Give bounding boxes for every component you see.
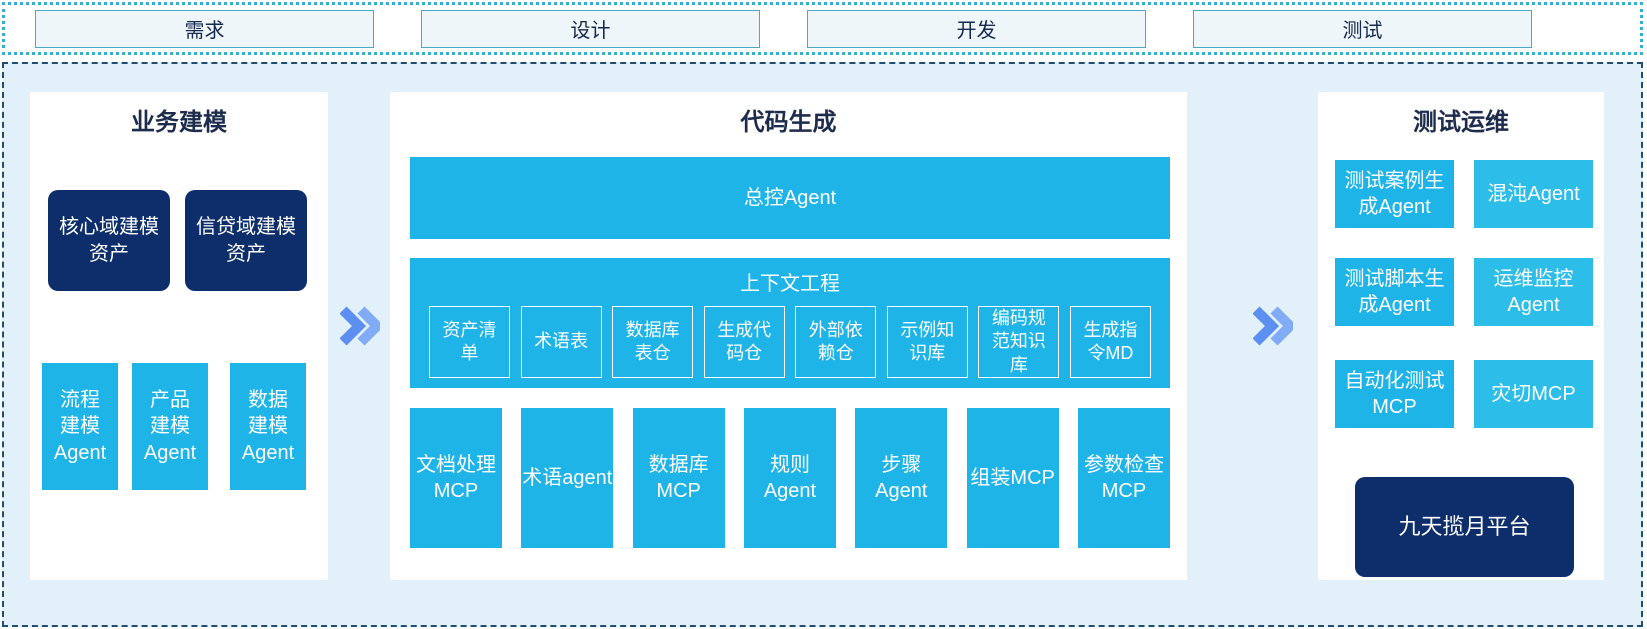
chevron-double-right-icon <box>340 306 380 346</box>
box-coding-standard-kb: 编码规 范知识 库 <box>978 306 1060 378</box>
phase-box-design: 设计 <box>421 9 760 48</box>
context-engineering-title: 上下文工程 <box>740 273 840 295</box>
box-assembly-mcp: 组装MCP <box>966 408 1059 548</box>
box-step-agent: 步骤Agent <box>855 408 948 548</box>
box-generate-instruction-md: 生成指 令MD <box>1069 306 1151 378</box>
box-process-modeling-agent: 流程 建模 Agent <box>42 363 118 490</box>
box-test-script-gen-agent: 测试脚本生 成Agent <box>1335 258 1454 326</box>
phase-box-testing: 测试 <box>1193 9 1532 48</box>
tool-row: 文档处理 MCP 术语agent 数据库 MCP 规则Agent 步骤Agent… <box>410 408 1170 548</box>
chevron-double-right-icon <box>1253 306 1293 346</box>
box-automated-test-mcp: 自动化测试 MCP <box>1335 360 1454 428</box>
box-glossary: 术语表 <box>520 306 602 378</box>
context-engineering-row: 资产清 单 术语表 数据库 表仓 生成代 码仓 外部依 赖仓 示例知 识库 编码… <box>429 306 1151 378</box>
panel-test-ops: 测试运维 测试案例生 成Agent 混沌Agent 测试脚本生 成Agent 运… <box>1318 92 1604 580</box>
box-glossary-agent: 术语agent <box>521 408 614 548</box>
panel-business-modeling: 业务建模 核心域建模 资产 信贷域建模 资产 流程 建模 Agent 产品 建模… <box>30 92 328 580</box>
box-master-agent: 总控Agent <box>410 157 1170 239</box>
box-example-knowledge-base: 示例知 识库 <box>886 306 968 378</box>
box-param-check-mcp: 参数检查 MCP <box>1077 408 1170 548</box>
panel-title-code-generation: 代码生成 <box>740 109 837 136</box>
phase-strip: 需求 设计 开发 测试 <box>2 2 1643 55</box>
panel-title-business-modeling: 业务建模 <box>131 109 227 136</box>
phase-box-requirements: 需求 <box>35 9 374 48</box>
box-asset-list: 资产清 单 <box>429 306 510 378</box>
box-core-domain-assets: 核心域建模 资产 <box>48 190 170 291</box>
box-generated-code-repo: 生成代 码仓 <box>703 306 785 378</box>
panel-title-test-ops: 测试运维 <box>1413 109 1509 136</box>
box-db-table-repo: 数据库 表仓 <box>612 306 694 378</box>
box-ops-monitoring-agent: 运维监控 Agent <box>1474 258 1593 326</box>
box-rule-agent: 规则Agent <box>743 408 836 548</box>
box-disaster-switch-mcp: 灾切MCP <box>1474 360 1593 428</box>
phase-box-development: 开发 <box>807 9 1146 48</box>
main-container: 业务建模 核心域建模 资产 信贷域建模 资产 流程 建模 Agent 产品 建模… <box>2 62 1643 627</box>
box-data-modeling-agent: 数据 建模 Agent <box>230 363 306 490</box>
panel-code-generation: 代码生成 总控Agent 上下文工程 资产清 单 术语表 数据库 表仓 生成代 … <box>390 92 1187 580</box>
box-database-mcp: 数据库 MCP <box>632 408 725 548</box>
box-jiutian-lanyue-platform: 九天揽月平台 <box>1355 477 1574 577</box>
context-engineering-block: 上下文工程 资产清 单 术语表 数据库 表仓 生成代 码仓 外部依 赖仓 示例知… <box>410 258 1170 388</box>
box-doc-processing-mcp: 文档处理 MCP <box>410 408 502 548</box>
box-product-modeling-agent: 产品 建模 Agent <box>132 363 208 490</box>
box-external-dependency-repo: 外部依 赖仓 <box>795 306 877 378</box>
box-test-case-gen-agent: 测试案例生 成Agent <box>1335 160 1454 228</box>
box-credit-domain-assets: 信贷域建模 资产 <box>185 190 307 291</box>
box-chaos-agent: 混沌Agent <box>1474 160 1593 228</box>
